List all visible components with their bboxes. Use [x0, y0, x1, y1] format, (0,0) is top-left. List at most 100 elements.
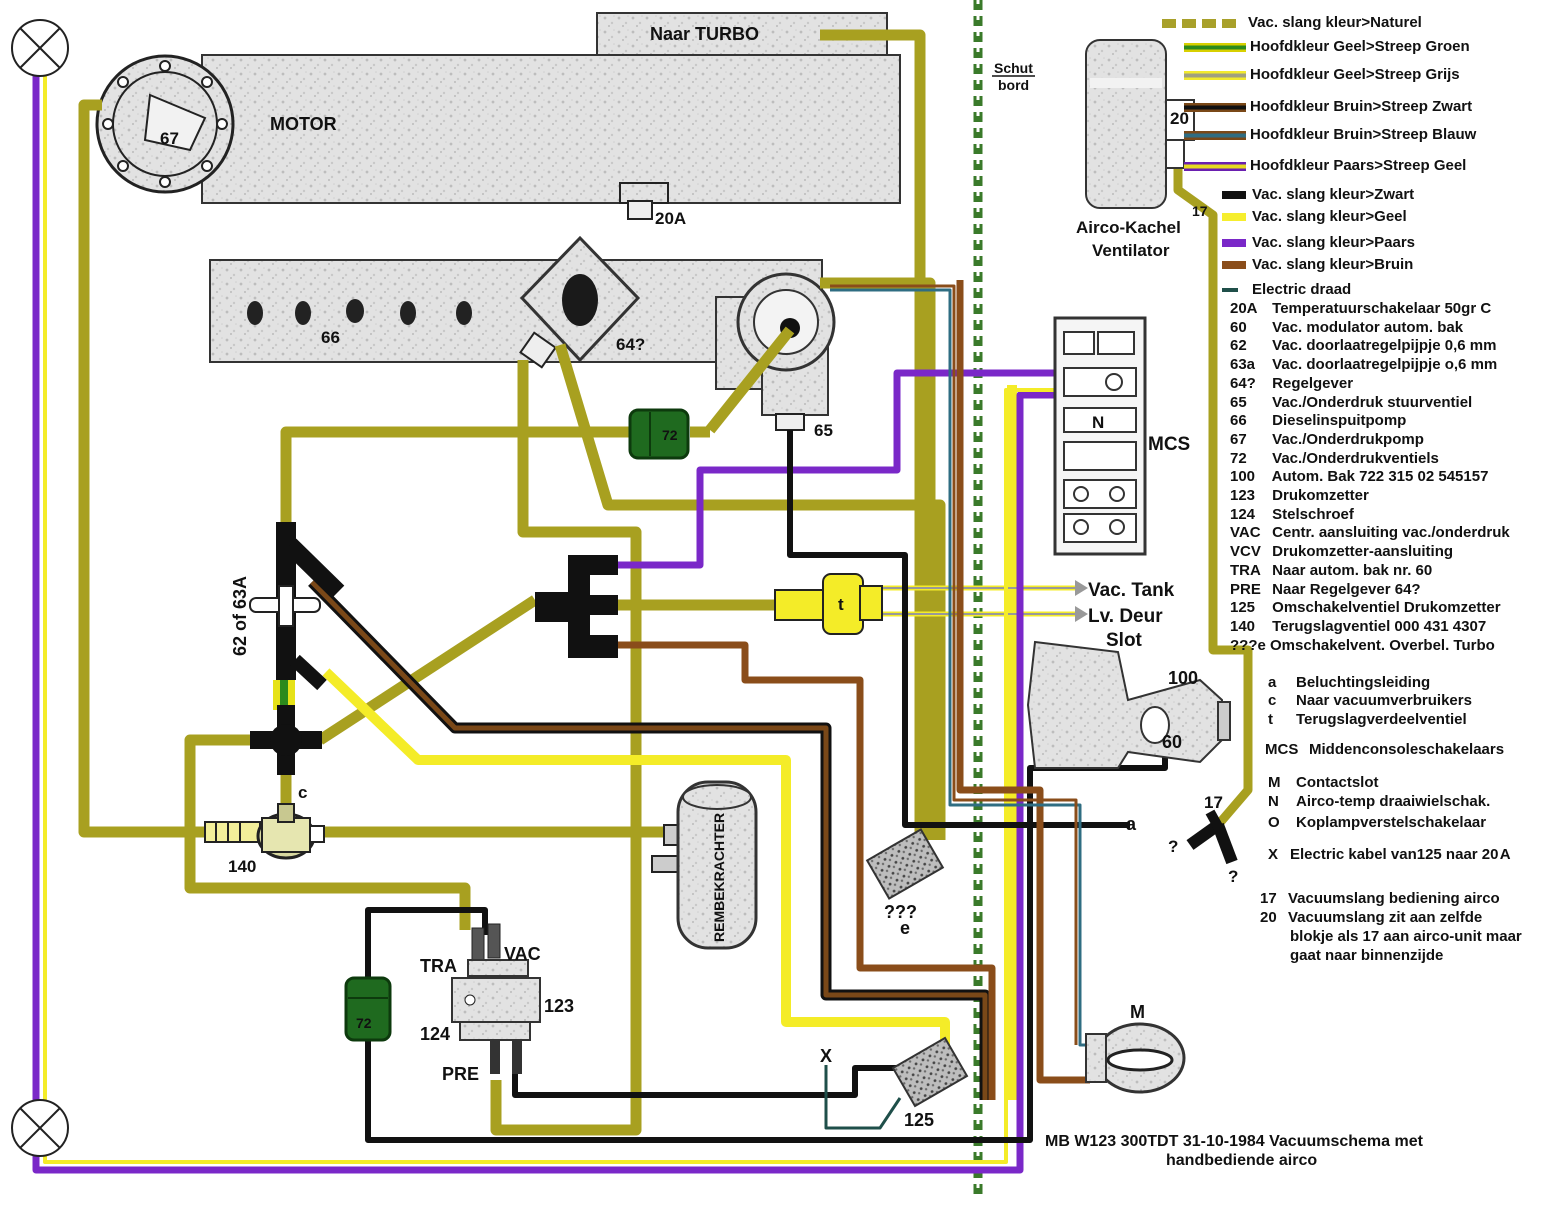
legend-color-label: Hoofdkleur Bruin>Streep Zwart [1250, 98, 1473, 115]
hoses [32, 29, 1253, 1174]
label-x: X [820, 1046, 832, 1066]
legend-code-row: ???e Omschakelvent. Overbel. Turbo [1230, 637, 1495, 655]
label-67: 67 [160, 129, 179, 148]
diagram-title-line-2: handbediende airco [1166, 1152, 1317, 1169]
legend-code-row: 100 Autom. Bak 722 315 02 545157 [1230, 468, 1488, 486]
label-slot: Slot [1106, 630, 1143, 651]
legend-note-text: Vacuumslang zit aan zelfde [1288, 909, 1483, 926]
legend-letter-code: c [1268, 692, 1277, 709]
pressure-converter-123 [451, 923, 541, 1074]
label-question-2: ? [1228, 867, 1238, 886]
legend-code-row: 20A Temperatuurschakelaar 50gr C [1230, 300, 1491, 318]
legend-letter-text: Middenconsoleschakelaars [1309, 741, 1505, 758]
cross-junction [250, 705, 322, 808]
label-124: 124 [420, 1024, 450, 1044]
legend-letter-text: Koplampverstelschakelaar [1296, 814, 1487, 831]
airco-kachel-unit [1085, 39, 1195, 209]
label-66: 66 [321, 328, 340, 347]
legend-code-text: Drukomzetter [1268, 487, 1369, 504]
legend-code: 140 [1230, 617, 1256, 635]
check-distribution-valve-t [774, 573, 883, 635]
legend-code-text: Regelgever [1268, 374, 1354, 392]
legend-code-text: Naar autom. bak nr. 60 [1268, 561, 1433, 579]
legend-letter-code: t [1268, 711, 1273, 728]
legend-code: VAC [1230, 524, 1261, 542]
label-72-bottom: 72 [356, 1015, 372, 1031]
legend-swatch [1222, 288, 1238, 292]
legend-code: PRE [1230, 580, 1261, 598]
legend-code: 100 [1230, 468, 1256, 486]
legend-swatch [1222, 261, 1246, 269]
label-rembekrachter: REMBEKRACHTER [711, 813, 727, 942]
legend-code-row: TRA Naar autom. bak nr. 60 [1230, 562, 1432, 580]
legend-code: 124 [1230, 505, 1256, 523]
legend-code-text: Autom. Bak 722 315 02 545157 [1268, 468, 1489, 486]
label-vac-tank: Vac. Tank [1088, 580, 1175, 601]
mcs-panel [1053, 316, 1147, 556]
legend-color-label: Hoofdkleur Geel>Streep Grijs [1250, 66, 1460, 83]
legend-letter-text: Beluchtingsleiding [1296, 674, 1431, 691]
label-mcs: MCS [1148, 434, 1190, 455]
legend-code: 66 [1230, 412, 1247, 430]
legend-code: 125 [1230, 599, 1256, 617]
legend-letter-code: a [1268, 674, 1277, 691]
diagram-title-line-1: MB W123 300TDT 31-10-1984 Vacuumschema m… [1045, 1133, 1424, 1150]
legend-code-row: 64? Regelgever [1230, 375, 1353, 393]
label-mcs-n: N [1092, 413, 1104, 432]
label-20: 20 [1170, 109, 1189, 128]
legend-code-text: Vac./Onderdrukventiels [1268, 449, 1439, 467]
legend-color-label: Vac. slang kleur>Bruin [1252, 256, 1414, 273]
legend-code: 65 [1230, 393, 1247, 411]
label-lv-deur: Lv. Deur [1088, 606, 1163, 627]
label-bord: bord [998, 77, 1029, 93]
label-turbo-valve: ??? [884, 902, 917, 922]
label-62-63a: 62 of 63A [230, 576, 250, 656]
label-airco-kachel: Airco-Kachel [1076, 218, 1181, 237]
legend-code-text: Omschakelvent. Overbel. Turbo [1265, 636, 1495, 654]
legend-color-label: Vac. slang kleur>Paars [1252, 234, 1416, 251]
legend-letter-text: Contactslot [1296, 774, 1379, 791]
legend-code-row: PRE Naar Regelgever 64? [1230, 581, 1421, 599]
label-125: 125 [904, 1110, 934, 1130]
label-20a: 20A [655, 209, 686, 228]
label-c: c [298, 783, 307, 802]
label-a: a [1126, 814, 1137, 834]
label-60: 60 [1162, 732, 1182, 752]
legend-swatch [1184, 131, 1246, 140]
legend-letter-code: X [1268, 846, 1279, 863]
legend-code-text: Omschakelventiel Drukomzetter [1268, 599, 1501, 617]
legend-letter-text: Terugslagverdeelventiel [1296, 711, 1467, 728]
label-ventilator: Ventilator [1092, 241, 1170, 260]
lamp-bottom [11, 1099, 69, 1157]
legend-swatch [1184, 43, 1246, 52]
legend-color-label: Vac. slang kleur>Geel [1252, 208, 1407, 225]
legend-code: 67 [1230, 430, 1247, 448]
legend-code-row: 66 Dieselinspuitpomp [1230, 412, 1406, 430]
legend-code-text: Temperatuurschakelaar 50gr C [1268, 300, 1492, 317]
restrictor-62-63a [249, 522, 345, 691]
legend-code-row: 123 Drukomzetter [1230, 487, 1369, 505]
gearbox-100 [1026, 640, 1231, 769]
legend-code-row: 65 Vac./Onderdruk stuurventiel [1230, 394, 1472, 412]
legend-note-text: gaat naar binnenzijde [1290, 947, 1444, 964]
legend-code: 20A [1230, 300, 1258, 317]
brake-booster [651, 780, 758, 950]
legend-color-label: Electric draad [1252, 281, 1352, 298]
lamp-top [11, 19, 69, 77]
legend-note-row: blokje als 17 aan airco-unit maar [1290, 928, 1522, 946]
label-pre: PRE [442, 1064, 479, 1084]
legend-code-text: Centr. aansluiting vac./onderdruk [1268, 524, 1510, 542]
valve-72-bottom [344, 976, 392, 1042]
legend-code-text: Vac. doorlaatregelpijpje o,6 mm [1268, 356, 1498, 374]
label-vac: VAC [504, 944, 541, 964]
label-72-top: 72 [662, 427, 678, 443]
legend-code-row: 67 Vac./Onderdrukpomp [1230, 431, 1424, 449]
